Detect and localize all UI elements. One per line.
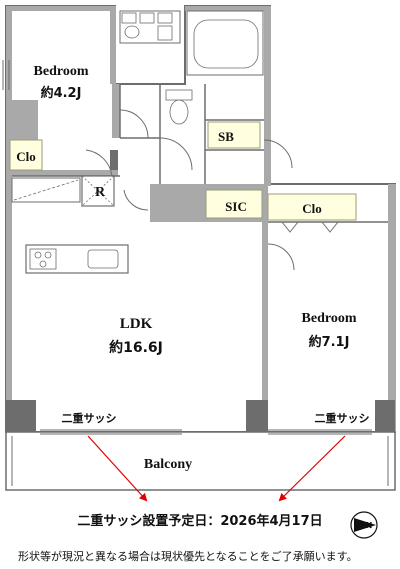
sash-lines xyxy=(40,429,372,435)
ldk-size: 約16.6J xyxy=(109,339,163,356)
toilet xyxy=(165,89,193,125)
kitchen-island xyxy=(25,244,129,274)
compass: N xyxy=(350,511,378,539)
closet-east xyxy=(267,193,357,221)
compass-north-label: N xyxy=(366,521,373,530)
bedroom-west-size: 約4.2J xyxy=(41,85,82,101)
interior-walls xyxy=(12,84,388,223)
sash-arrows xyxy=(87,435,346,502)
bedroom-east-name: Bedroom xyxy=(302,311,357,326)
shoe-in-closet xyxy=(205,189,263,219)
closet-west-label: Clo xyxy=(16,149,36,164)
bathtub xyxy=(186,10,264,76)
refrigerator-label: R xyxy=(95,185,106,200)
shoe-box-label: SB xyxy=(218,129,234,144)
closet-east-label: Clo xyxy=(302,201,322,216)
sash-label-left: 二重サッシ xyxy=(62,411,117,425)
washbasin xyxy=(119,10,181,44)
kitchen-counter xyxy=(11,177,81,203)
sash-label-right: 二重サッシ xyxy=(315,411,370,425)
ldk-name: LDK xyxy=(120,316,153,332)
sash-installation-date: 二重サッシ設置予定日：2026年4月17日 xyxy=(77,514,323,529)
door-swings xyxy=(85,109,339,455)
bedroom-east-size: 約7.1J xyxy=(309,334,350,350)
refrigerator xyxy=(81,175,115,207)
balcony xyxy=(5,431,396,491)
shoe-box xyxy=(207,121,261,149)
west-window xyxy=(2,60,10,90)
shoe-in-closet-label: SIC xyxy=(225,199,247,214)
disclaimer-text: 形状等が現況と異なる場合は現状優先となることをご了承願います。 xyxy=(18,550,358,563)
balcony-label: Balcony xyxy=(144,457,192,472)
closet-west xyxy=(9,139,43,171)
bedroom-west-name: Bedroom xyxy=(34,64,89,79)
wall-accents xyxy=(6,150,395,432)
